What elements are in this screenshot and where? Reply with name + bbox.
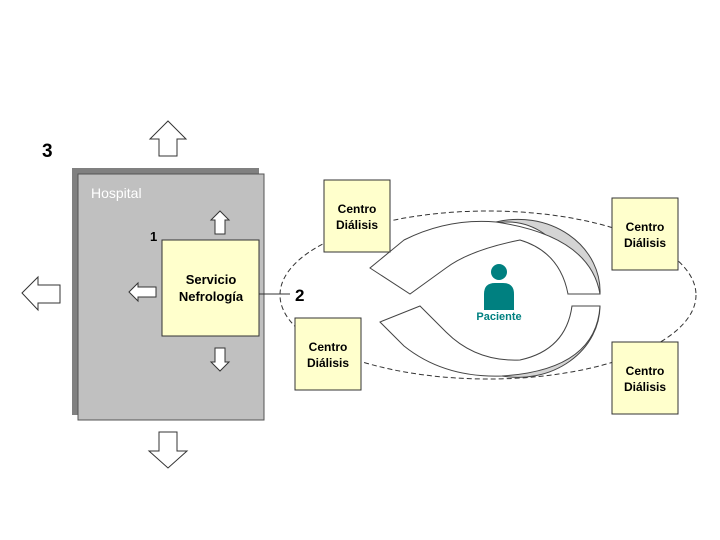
centro-dialisis-box-bottom-right: Centro Diálisis: [611, 341, 679, 415]
cycle-arrows: [369, 218, 601, 378]
hospital-label: Hospital: [91, 185, 142, 201]
centro-label-line2: Diálisis: [336, 218, 378, 232]
centro-label-line2: Diálisis: [624, 236, 666, 250]
dialysis-network-ellipse: [279, 210, 697, 380]
step-3-label: 3: [42, 141, 53, 162]
centro-label-line2: Diálisis: [307, 356, 349, 370]
servicio-label-line1: Servicio: [186, 272, 237, 287]
patient-icon: [484, 264, 514, 310]
arrow-left-small-icon: [128, 281, 157, 303]
arrow-up-small-icon: [209, 210, 231, 235]
centro-dialisis-box-bottom-left: Centro Diálisis: [294, 317, 362, 391]
servicio-nefrologia-box: [161, 239, 260, 337]
arrow-left-large-icon: [21, 275, 61, 312]
centro-label-line1: Centro: [626, 220, 665, 234]
arrow-up-large-icon: [148, 120, 188, 157]
arrow-down-small-icon: [209, 347, 231, 372]
step-1-label: 1: [150, 229, 157, 244]
arrow-down-large-icon: [147, 431, 189, 469]
centro-label-line1: Centro: [626, 364, 665, 378]
step-2-label: 2: [295, 286, 304, 305]
paciente-label: Paciente: [476, 311, 521, 323]
centro-label-line1: Centro: [338, 202, 377, 216]
servicio-label-line2: Nefrología: [179, 289, 244, 304]
centro-dialisis-box-top-right: Centro Diálisis: [611, 197, 679, 271]
centro-label-line2: Diálisis: [624, 380, 666, 394]
centro-dialisis-box-top-left: Centro Diálisis: [323, 179, 391, 253]
centro-label-line1: Centro: [309, 340, 348, 354]
